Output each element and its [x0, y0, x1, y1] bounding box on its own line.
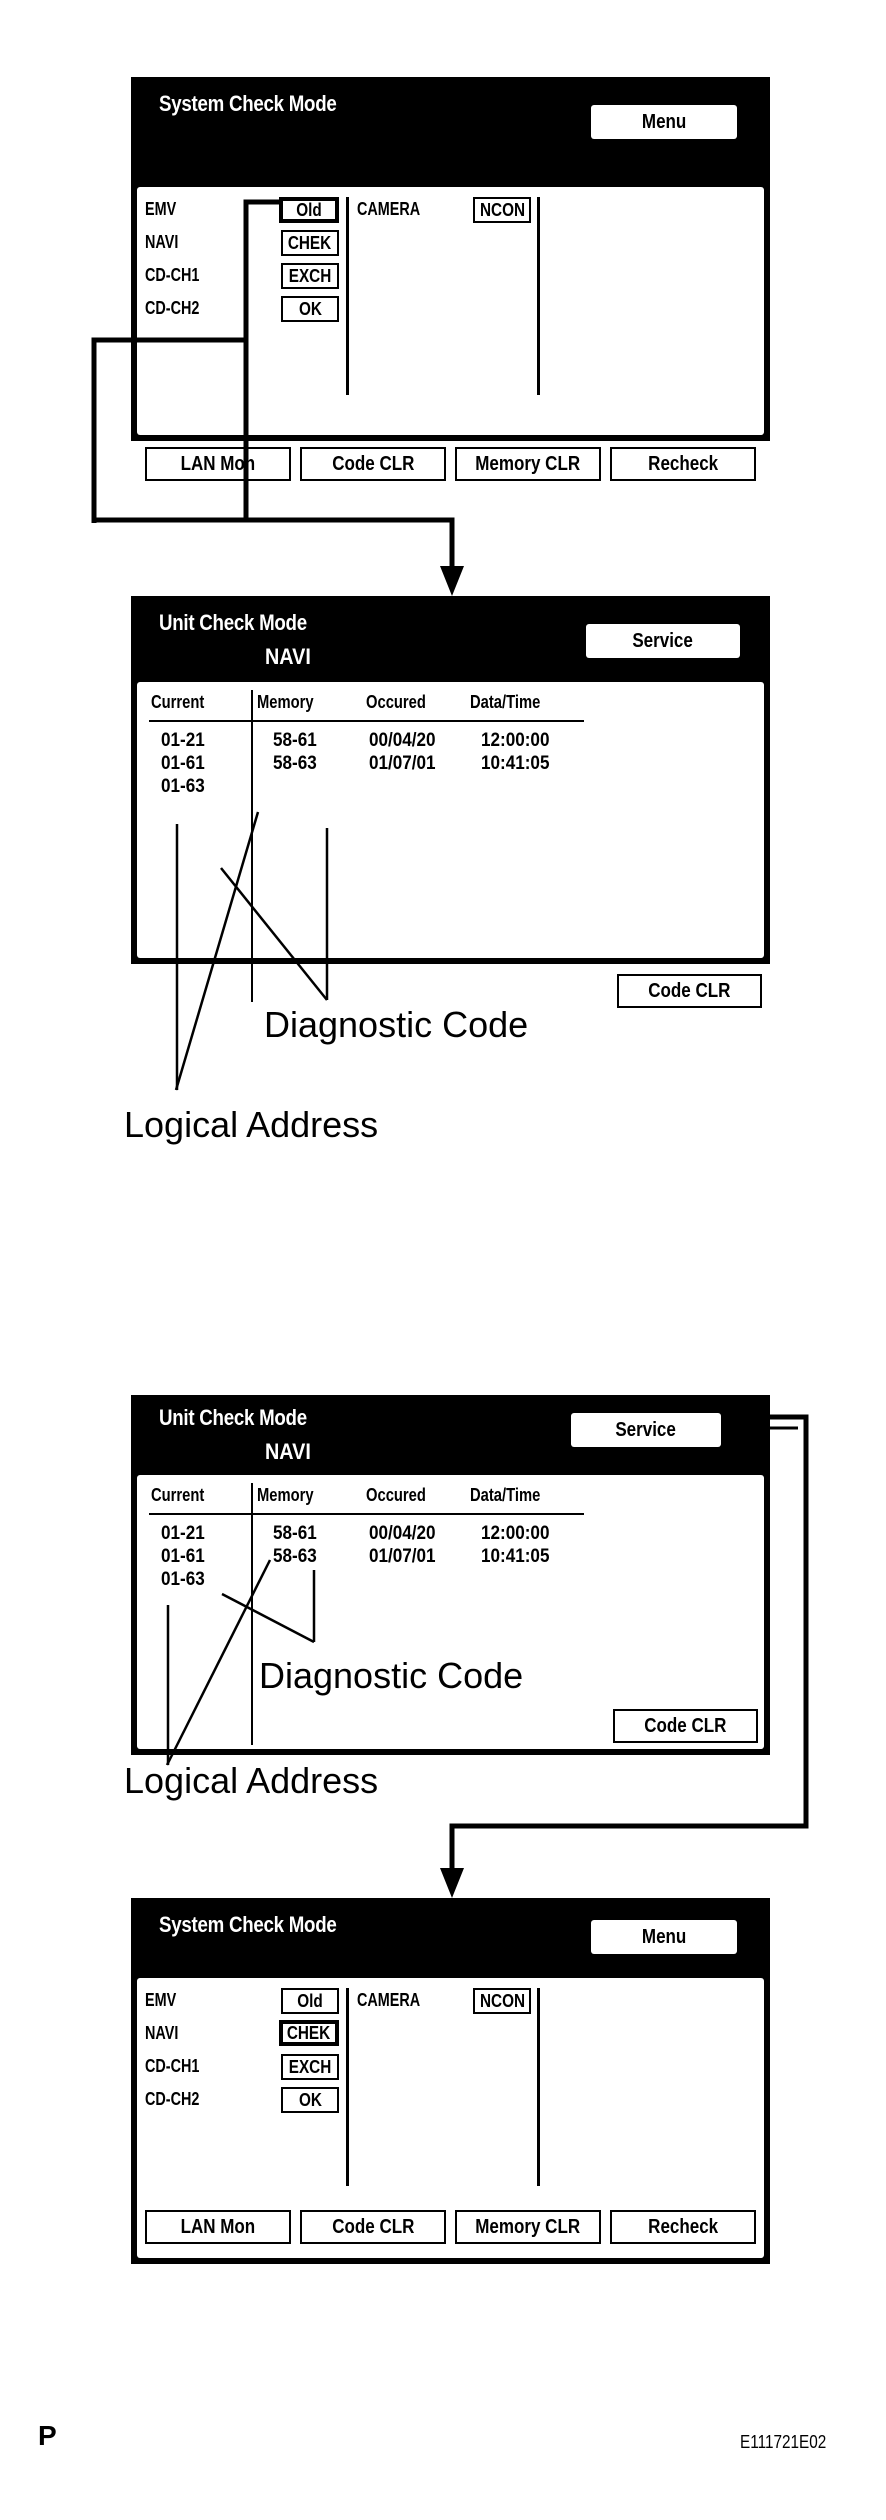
unit-check-screen-1: Unit Check Mode NAVI Service Current Mem… [131, 596, 770, 1008]
memory-date: 01/07/01 [369, 753, 436, 774]
header-datetime: Data/Time [470, 1485, 541, 1505]
screen-body: EMV NAVI CD-CH1 CD-CH2 Old CHEK EXCH OK … [137, 1978, 764, 2258]
device-label-cd-ch2: CD-CH2 [145, 298, 200, 318]
callout-diagnostic-code: Diagnostic Code [264, 1004, 529, 1045]
current-code: 01-61 [161, 1546, 205, 1567]
memory-code: 58-63 [273, 753, 317, 774]
menu-button[interactable]: Menu [591, 105, 737, 139]
lan-mon-button[interactable]: LAN Mon [145, 447, 291, 481]
device-label-navi: NAVI [145, 2023, 179, 2043]
figure-id: E111721E02 [740, 2432, 827, 2452]
menu-button[interactable]: Menu [591, 1920, 737, 1954]
recheck-button[interactable]: Recheck [610, 447, 756, 481]
unit-name: NAVI [265, 1439, 311, 1464]
memory-time: 10:41:05 [481, 1546, 550, 1567]
code-clr-button[interactable]: Code CLR [613, 1709, 758, 1743]
system-check-screen-2: System Check Mode Menu EMV NAVI CD-CH1 C… [131, 1898, 770, 2264]
current-code: 01-63 [161, 1569, 205, 1590]
column-divider [346, 1988, 349, 2186]
device-label-emv: EMV [145, 1990, 177, 2010]
status-badge-emv[interactable]: Old [281, 1988, 339, 2014]
status-badge-camera[interactable]: NCON [473, 1988, 531, 2014]
device-label-navi: NAVI [145, 232, 179, 252]
memory-date: 00/04/20 [369, 1523, 436, 1544]
column-divider [251, 1483, 253, 1745]
unit-name: NAVI [265, 644, 311, 669]
status-badge-cd-ch1[interactable]: EXCH [281, 2054, 339, 2080]
screen-body: EMV NAVI CD-CH1 CD-CH2 Old CHEK EXCH OK … [137, 187, 764, 481]
status-badge-cd-ch2[interactable]: OK [281, 296, 339, 322]
callout-logical-address: Logical Address [124, 1104, 379, 1145]
page-letter: P [38, 2420, 57, 2451]
screen-title: System Check Mode [159, 91, 337, 116]
header-memory: Memory [257, 692, 314, 712]
column-divider [251, 690, 253, 1002]
current-code: 01-21 [161, 1523, 205, 1544]
header-memory: Memory [257, 1485, 314, 1505]
arrow-down-icon [440, 566, 464, 596]
column-divider [346, 197, 349, 395]
screen-title: System Check Mode [159, 1912, 337, 1937]
code-clr-button[interactable]: Code CLR [300, 2210, 446, 2244]
memory-clr-button[interactable]: Memory CLR [455, 2210, 601, 2244]
device-label-cd-ch1: CD-CH1 [145, 265, 200, 285]
memory-clr-button[interactable]: Memory CLR [455, 447, 601, 481]
service-button[interactable]: Service [571, 1413, 721, 1447]
device-label-cd-ch1: CD-CH1 [145, 2056, 200, 2076]
service-button[interactable]: Service [586, 624, 740, 658]
memory-code: 58-63 [273, 1546, 317, 1567]
unit-check-screen-2: Unit Check Mode NAVI Service Current Mem… [131, 1395, 770, 1755]
callout-logical-address: Logical Address [124, 1760, 379, 1801]
header-underline [149, 720, 584, 722]
memory-time: 10:41:05 [481, 753, 550, 774]
status-badge-cd-ch1[interactable]: EXCH [281, 263, 339, 289]
header-occured: Occured [366, 692, 426, 712]
device-label-cd-ch2: CD-CH2 [145, 2089, 200, 2109]
memory-date: 00/04/20 [369, 730, 436, 751]
status-badge-camera[interactable]: NCON [473, 197, 531, 223]
status-badge-navi[interactable]: CHEK [281, 230, 339, 256]
column-divider [537, 197, 540, 395]
status-badge-navi[interactable]: CHEK [279, 2020, 339, 2046]
memory-code: 58-61 [273, 730, 317, 751]
header-current: Current [151, 1485, 205, 1505]
memory-code: 58-61 [273, 1523, 317, 1544]
column-divider [537, 1988, 540, 2186]
recheck-button[interactable]: Recheck [610, 2210, 756, 2244]
memory-time: 12:00:00 [481, 730, 550, 751]
current-code: 01-21 [161, 730, 205, 751]
header-datetime: Data/Time [470, 692, 541, 712]
memory-time: 12:00:00 [481, 1523, 550, 1544]
system-check-screen-1: System Check Mode Menu EMV NAVI CD-CH1 C… [131, 77, 770, 481]
screen-title: Unit Check Mode [159, 610, 307, 635]
header-underline [149, 1513, 584, 1515]
current-code: 01-61 [161, 753, 205, 774]
screen-title: Unit Check Mode [159, 1405, 307, 1430]
callout-diagnostic-code: Diagnostic Code [259, 1655, 524, 1696]
lan-mon-button[interactable]: LAN Mon [145, 2210, 291, 2244]
device-label-camera: CAMERA [357, 199, 421, 219]
status-badge-cd-ch2[interactable]: OK [281, 2087, 339, 2113]
code-clr-button[interactable]: Code CLR [617, 974, 762, 1008]
status-badge-emv[interactable]: Old [279, 197, 339, 223]
header-current: Current [151, 692, 205, 712]
screen-body: Current Memory Occured Data/Time 01-21 0… [137, 1475, 764, 1749]
device-label-camera: CAMERA [357, 1990, 421, 2010]
device-label-emv: EMV [145, 199, 177, 219]
header-occured: Occured [366, 1485, 426, 1505]
arrow-down-icon [440, 1868, 464, 1898]
memory-date: 01/07/01 [369, 1546, 436, 1567]
current-code: 01-63 [161, 776, 205, 797]
screen-body: Current Memory Occured Data/Time 01-21 0… [137, 682, 764, 1008]
code-clr-button[interactable]: Code CLR [300, 447, 446, 481]
